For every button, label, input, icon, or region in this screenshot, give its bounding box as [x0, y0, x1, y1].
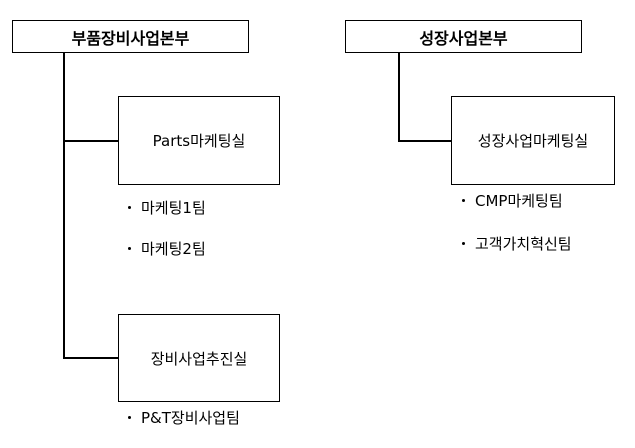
team-label: 고객가치혁신팀 [475, 235, 572, 253]
team-label: 마케팅2팀 [141, 240, 206, 258]
dept-box-growth-marketing: 성장사업마케팅실 [451, 96, 615, 185]
connector-left-branch-2 [63, 357, 119, 359]
hq-title: 성장사업본부 [419, 28, 508, 48]
team-label: CMP마케팅팀 [475, 192, 563, 210]
team-item: 마케팅2팀 [128, 238, 206, 259]
bullet-icon [128, 416, 131, 419]
connector-right-branch [398, 140, 452, 142]
connector-left-branch-1 [63, 140, 119, 142]
bullet-icon [462, 242, 465, 245]
team-item: CMP마케팅팀 [462, 190, 563, 211]
dept-title: Parts마케팅실 [152, 132, 246, 150]
team-label: P&T장비사업팀 [141, 409, 240, 427]
dept-box-parts-marketing: Parts마케팅실 [118, 96, 280, 185]
hq-box-growth-business: 성장사업본부 [345, 20, 582, 53]
team-label: 마케팅1팀 [141, 199, 206, 217]
team-item: 마케팅1팀 [128, 197, 206, 218]
bullet-icon [128, 206, 131, 209]
dept-title: 성장사업마케팅실 [477, 132, 589, 150]
bullet-icon [128, 247, 131, 250]
dept-title: 장비사업추진실 [150, 349, 248, 368]
hq-box-parts-equipment: 부품장비사업본부 [12, 20, 249, 53]
connector-left-vertical [63, 53, 65, 358]
team-item: 고객가치혁신팀 [462, 233, 572, 254]
connector-right-vertical [398, 53, 400, 141]
bullet-icon [462, 199, 465, 202]
team-item: P&T장비사업팀 [128, 407, 240, 428]
dept-box-equipment-business: 장비사업추진실 [118, 314, 280, 402]
hq-title: 부품장비사업본부 [71, 28, 190, 48]
